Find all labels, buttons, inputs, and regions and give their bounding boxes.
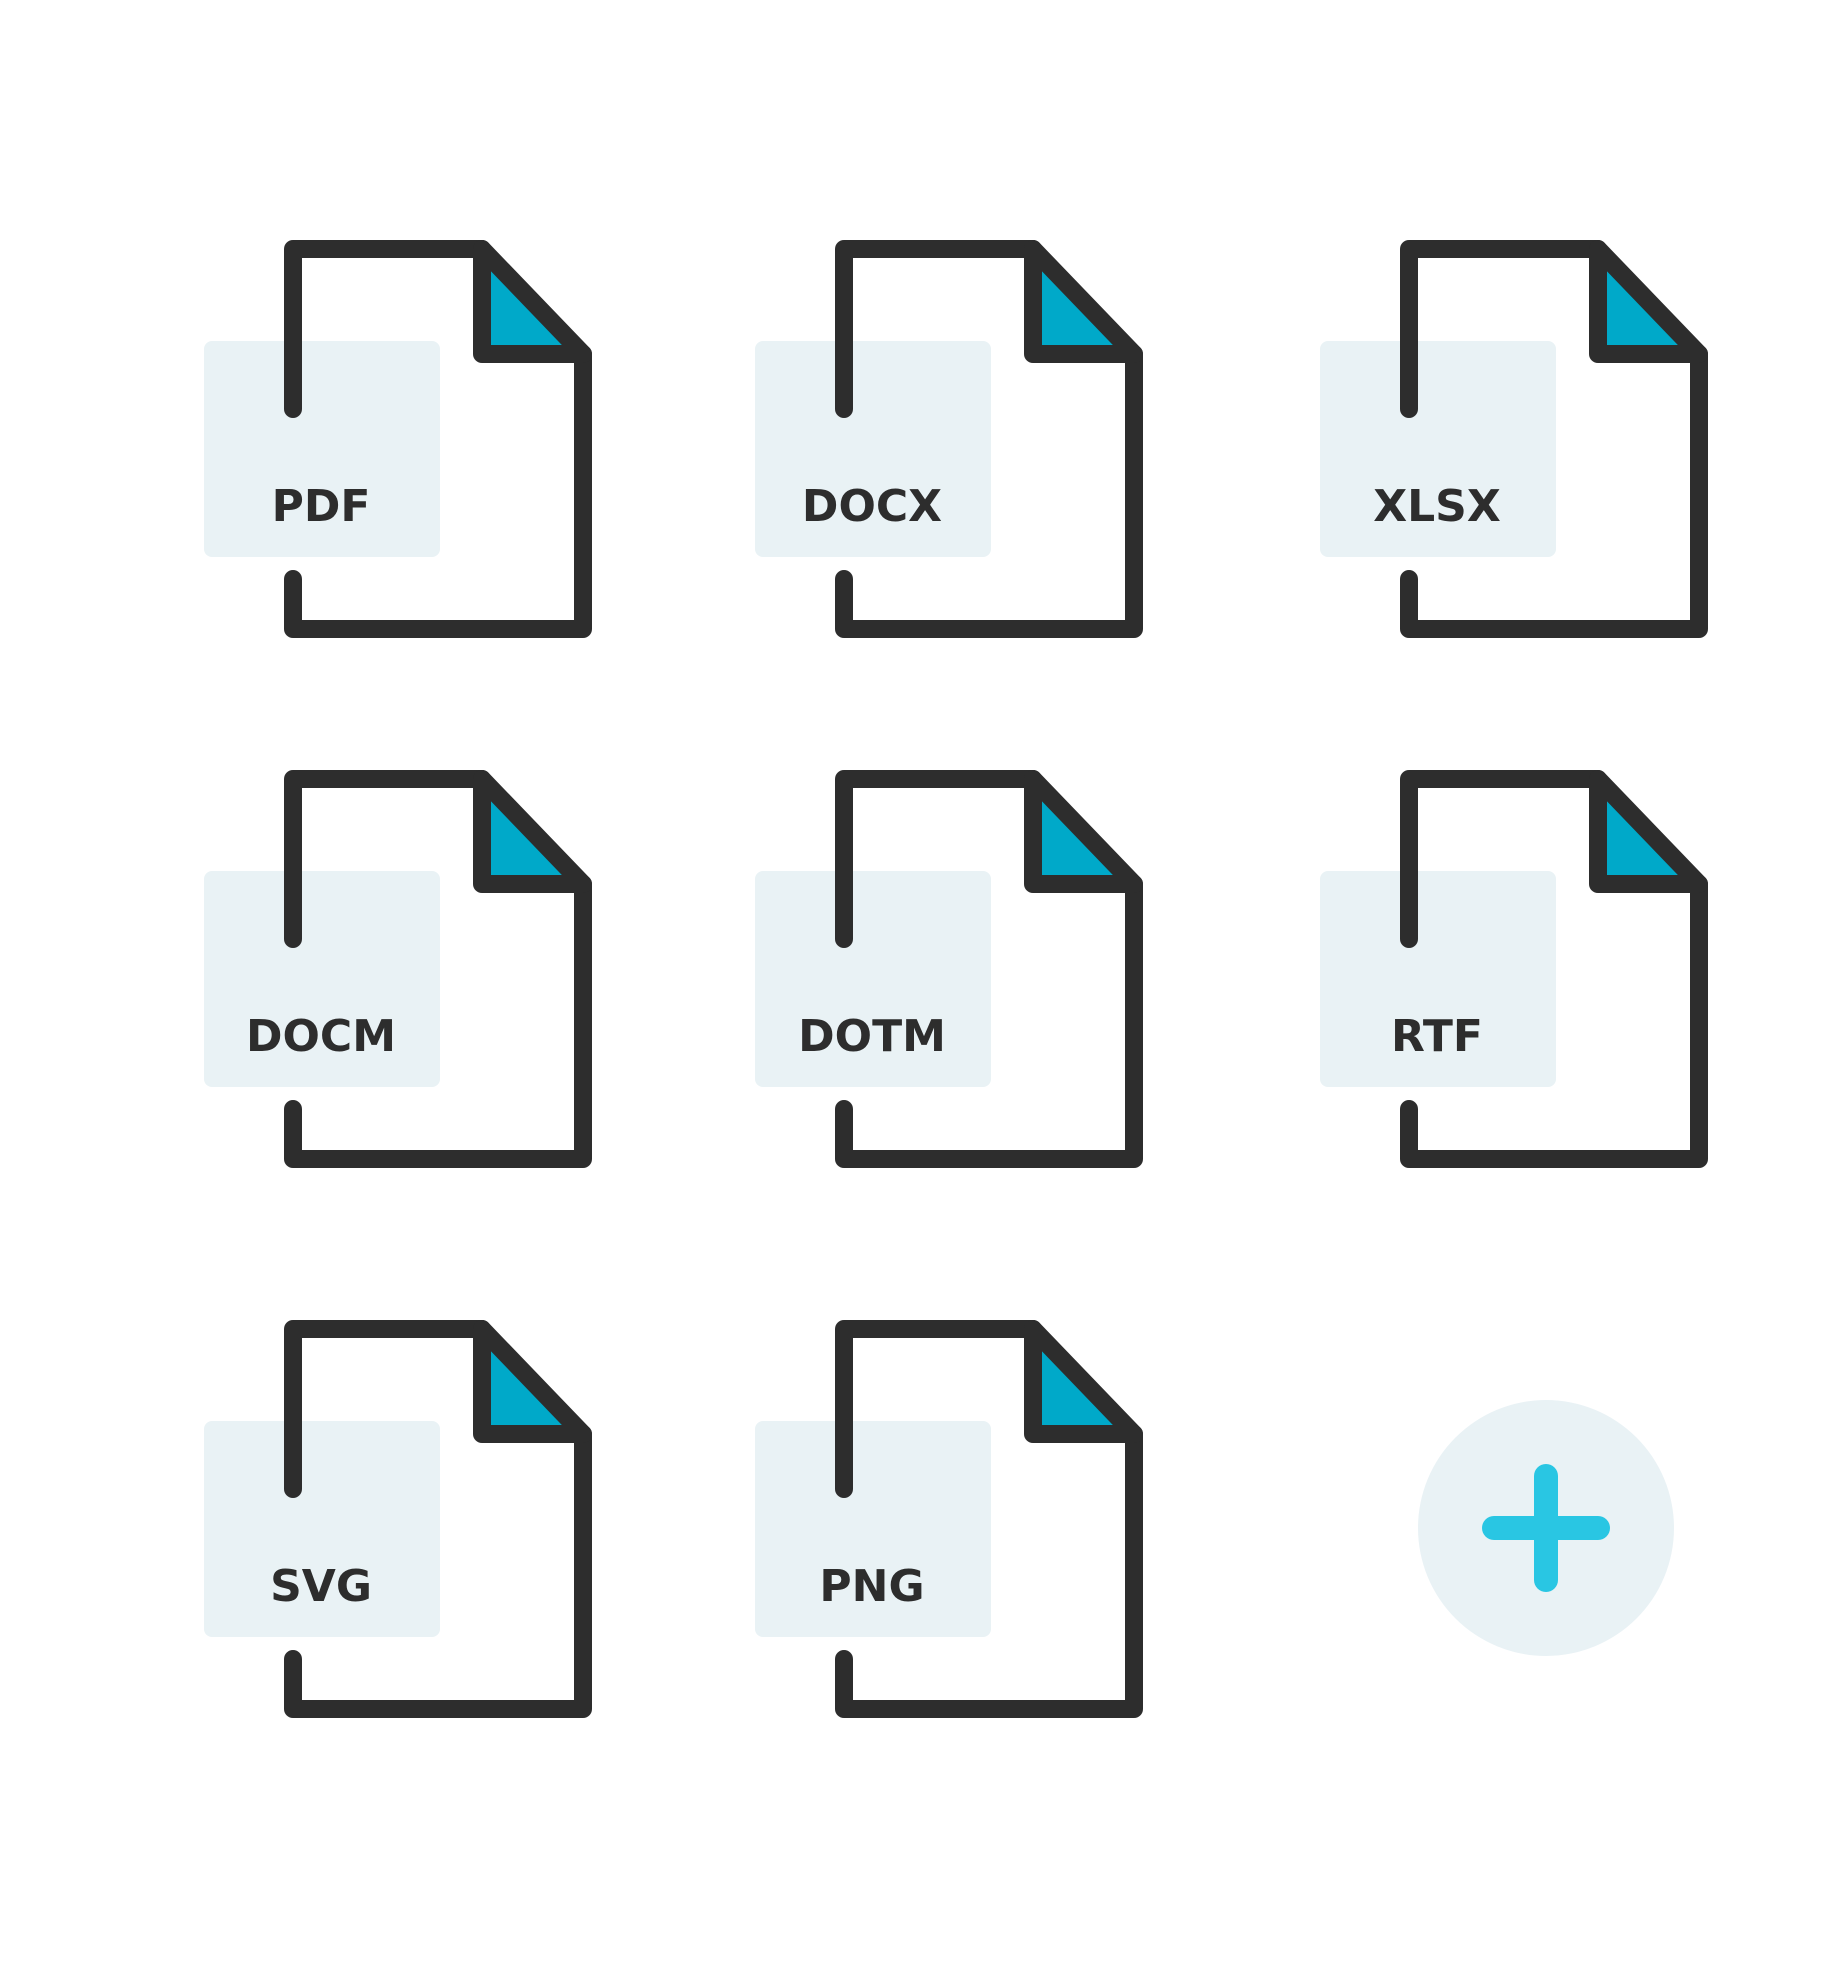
file-tile-pdf[interactable]: PDF	[204, 240, 592, 638]
file-label-background	[1320, 871, 1556, 1087]
file-type-label: SVG	[270, 1561, 372, 1612]
file-type-label: DOCM	[246, 1011, 396, 1062]
rtf-file-icon	[1400, 770, 1708, 1168]
file-type-label: PDF	[272, 481, 371, 532]
png-file-icon	[835, 1320, 1143, 1718]
file-tile-rtf[interactable]: RTF	[1320, 770, 1708, 1168]
file-label-background	[204, 871, 440, 1087]
docx-file-icon	[835, 240, 1143, 638]
dotm-file-icon	[835, 770, 1143, 1168]
file-type-label: DOCX	[802, 481, 942, 532]
plus-icon	[1482, 1464, 1610, 1592]
folded-corner-outline	[1024, 1320, 1143, 1443]
file-label-background	[755, 1421, 991, 1637]
file-label-background	[204, 341, 440, 557]
file-type-label: XLSX	[1373, 481, 1501, 532]
file-tile-png[interactable]: PNG	[755, 1320, 1143, 1718]
pdf-file-icon	[284, 240, 592, 638]
xlsx-file-icon	[1400, 240, 1708, 638]
file-tile-dotm[interactable]: DOTM	[755, 770, 1143, 1168]
folded-corner-outline	[1589, 770, 1708, 893]
file-type-label: RTF	[1391, 1011, 1483, 1062]
folded-corner-outline	[473, 770, 592, 893]
file-tile-xlsx[interactable]: XLSX	[1320, 240, 1708, 638]
file-label-background	[755, 341, 991, 557]
file-label-background	[755, 871, 991, 1087]
folded-corner-outline	[473, 240, 592, 363]
file-label-background	[204, 1421, 440, 1637]
add-file-button[interactable]	[1418, 1400, 1674, 1656]
file-tile-docm[interactable]: DOCM	[204, 770, 592, 1168]
folded-corner-outline	[1589, 240, 1708, 363]
folded-corner-outline	[1024, 240, 1143, 363]
docm-file-icon	[284, 770, 592, 1168]
folded-corner-outline	[473, 1320, 592, 1443]
file-type-label: PNG	[819, 1561, 924, 1612]
file-label-background	[1320, 341, 1556, 557]
folded-corner-outline	[1024, 770, 1143, 893]
file-tile-svg[interactable]: SVG	[204, 1320, 592, 1718]
svg-file-icon	[284, 1320, 592, 1718]
file-tile-docx[interactable]: DOCX	[755, 240, 1143, 638]
file-type-label: DOTM	[798, 1011, 946, 1062]
